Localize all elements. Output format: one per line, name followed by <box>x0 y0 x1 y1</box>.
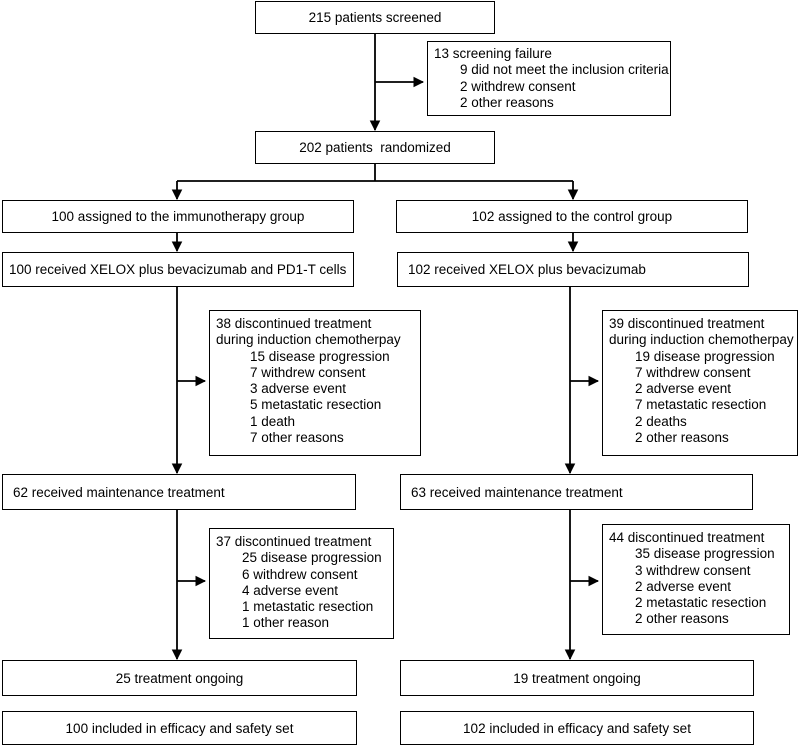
control-maintenance-disc-item: 2 metastatic resection <box>635 595 767 611</box>
control-maintenance-disc-item: 3 withdrew consent <box>635 562 751 578</box>
control-induction-title-line: 39 discontinued treatment <box>609 316 765 331</box>
immuno-maintenance-disc-item: 1 metastatic resection <box>242 599 374 615</box>
control-maintenance-box: 63 received maintenance treatment <box>400 474 753 510</box>
control-induction-item: 2 adverse event <box>635 381 732 397</box>
screening-failure-item: 2 other reasons <box>460 94 554 110</box>
immuno-induction-item: 3 adverse event <box>250 381 347 397</box>
immuno-included-text: 100 included in efficacy and safety set <box>65 720 294 736</box>
immuno-maintenance-box: 62 received maintenance treatment <box>2 474 356 510</box>
immuno-ongoing-box: 25 treatment ongoing <box>2 660 357 696</box>
randomized-box: 202 patients randomized <box>255 131 495 164</box>
immuno-maintenance-disc-item: 6 withdrew consent <box>242 566 358 582</box>
immuno-included-box: 100 included in efficacy and safety set <box>2 711 357 745</box>
control-maintenance-disc-item: 35 disease progression <box>635 546 775 562</box>
immuno-maintenance-discontinued-box: 37 discontinued treatment 25 disease pro… <box>209 528 394 639</box>
immuno-maintenance-disc-item: 4 adverse event <box>242 582 339 598</box>
immuno-maintenance-disc-item: 1 other reason <box>242 615 330 631</box>
control-included-box: 102 included in efficacy and safety set <box>400 711 754 745</box>
control-maintenance-disc-item: 2 adverse event <box>635 578 732 594</box>
immuno-induction-item: 5 metastatic resection <box>250 397 382 413</box>
control-induction-item: 2 deaths <box>635 413 687 429</box>
immuno-induction-item: 7 other reasons <box>250 430 344 446</box>
immuno-induction-title-line: during induction chemotherpay <box>216 332 401 348</box>
control-ongoing-box: 19 treatment ongoing <box>400 660 754 696</box>
immuno-assigned-box: 100 assigned to the immunotherapy group <box>2 200 354 233</box>
control-assigned-text: 102 assigned to the control group <box>471 209 673 224</box>
control-maintenance-text: 63 received maintenance treatment <box>411 484 623 500</box>
immuno-induction-title-line: 38 discontinued treatment <box>216 316 372 331</box>
immuno-received-text: 100 received XELOX plus bevacizumab and … <box>9 262 347 277</box>
immuno-received-box: 100 received XELOX plus bevacizumab and … <box>2 252 354 287</box>
immuno-ongoing-text: 25 treatment ongoing <box>115 670 244 686</box>
control-induction-item: 7 withdrew consent <box>635 364 751 380</box>
control-ongoing-text: 19 treatment ongoing <box>513 670 641 686</box>
screening-failure-item: 9 did not meet the inclusion criteria <box>460 62 669 78</box>
control-maintenance-disc-title: 44 discontinued treatment <box>609 530 765 545</box>
screened-text: 215 patients screened <box>308 10 442 25</box>
immuno-induction-discontinued-box: 38 discontinued treatment during inducti… <box>209 310 421 456</box>
control-induction-item: 2 other reasons <box>635 430 729 446</box>
immuno-induction-item: 7 withdrew consent <box>250 364 366 380</box>
immuno-induction-item: 15 disease progression <box>250 348 390 364</box>
immuno-maintenance-disc-title: 37 discontinued treatment <box>216 534 372 549</box>
control-induction-discontinued-box: 39 discontinued treatment during inducti… <box>602 310 798 456</box>
control-assigned-box: 102 assigned to the control group <box>396 200 748 233</box>
immuno-assigned-text: 100 assigned to the immunotherapy group <box>51 209 305 224</box>
randomized-text: 202 patients randomized <box>299 140 451 155</box>
control-induction-title-line: during induction chemotherpay <box>609 332 794 348</box>
control-maintenance-discontinued-box: 44 discontinued treatment 35 disease pro… <box>602 524 790 635</box>
control-induction-item: 7 metastatic resection <box>635 397 767 413</box>
immuno-maintenance-disc-item: 25 disease progression <box>242 550 382 566</box>
immuno-maintenance-text: 62 received maintenance treatment <box>13 484 225 500</box>
control-received-text: 102 received XELOX plus bevacizumab <box>408 262 646 277</box>
control-included-text: 102 included in efficacy and safety set <box>463 720 691 736</box>
control-maintenance-disc-item: 2 other reasons <box>635 611 729 627</box>
screening-failure-item: 2 withdrew consent <box>460 78 576 94</box>
screened-box: 215 patients screened <box>255 1 495 34</box>
control-induction-item: 19 disease progression <box>635 348 775 364</box>
immuno-induction-item: 1 death <box>250 413 296 429</box>
screening-failure-box: 13 screening failure 9 did not meet the … <box>427 41 671 116</box>
control-received-box: 102 received XELOX plus bevacizumab <box>397 252 749 287</box>
screening-failure-title: 13 screening failure <box>434 46 552 61</box>
